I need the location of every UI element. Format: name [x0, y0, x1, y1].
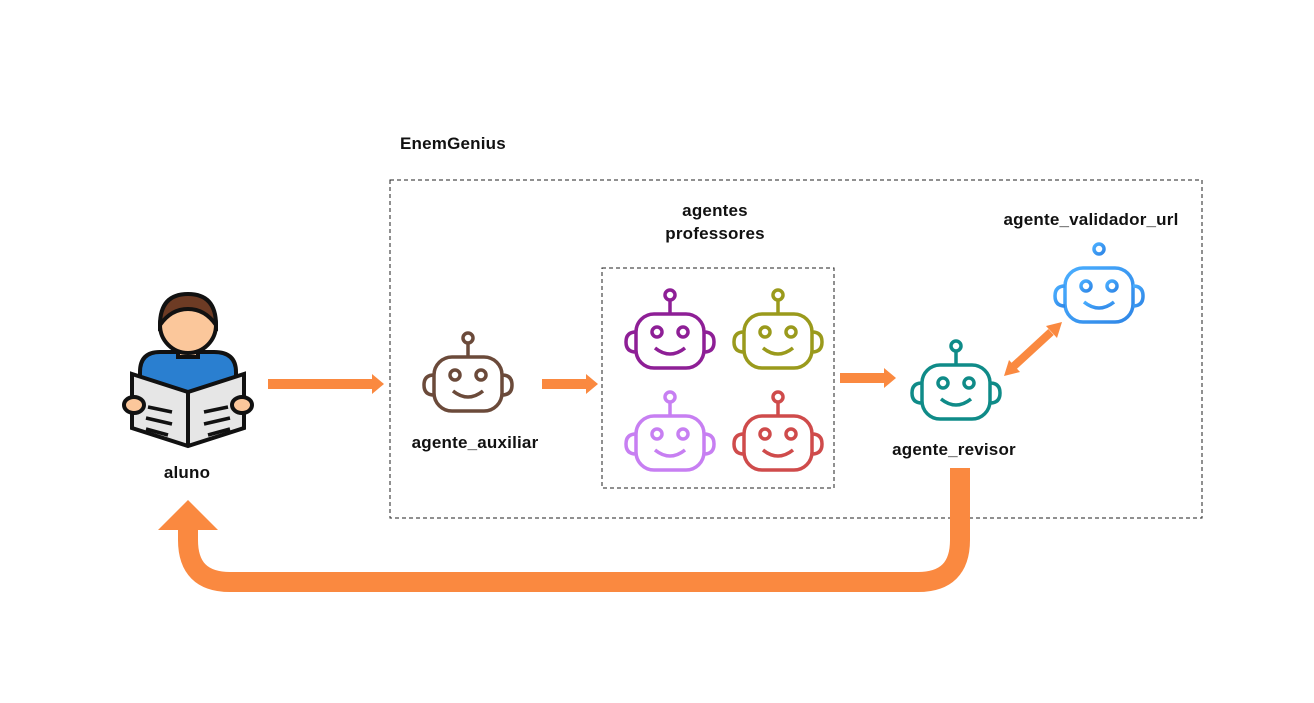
reviewer-agent-robot-icon — [910, 339, 1002, 421]
diagram-title: EnemGenius — [400, 134, 506, 153]
helper-agent-label: agente_auxiliar — [411, 433, 539, 452]
arrow-teachers-to-reviewer-head — [884, 368, 896, 388]
arrow-reviewer-validator-head-down — [1004, 360, 1020, 376]
student-label: aluno — [163, 463, 211, 482]
teacher-agent-robot-icon-1 — [624, 288, 716, 370]
arrow-reviewer-validator-head-up — [1046, 322, 1062, 338]
url-validator-agent-robot-icon — [1053, 242, 1145, 324]
student-reading-icon — [122, 291, 254, 449]
teacher-agent-robot-icon-4 — [732, 390, 824, 472]
teacher-agents-label: agentes professores — [665, 201, 765, 243]
arrow-student-to-helper-head — [372, 374, 384, 394]
teacher-agent-robot-icon-3 — [624, 390, 716, 472]
enemgenius-container — [389, 179, 1203, 519]
teacher-agent-robot-icon-2 — [732, 288, 824, 370]
url-validator-agent-label: agente_validador_url — [1003, 210, 1179, 229]
helper-agent-robot-icon — [422, 331, 514, 413]
arrow-reviewer-validator — [1011, 329, 1054, 369]
teacher-agents-container — [601, 267, 835, 489]
arrows-layer — [158, 322, 1062, 592]
reviewer-agent-label: agente_revisor — [892, 440, 1016, 459]
arrow-helper-to-teachers-head — [586, 374, 598, 394]
arrow-return-to-student-head — [158, 500, 218, 530]
arrow-return-to-student — [178, 468, 970, 592]
